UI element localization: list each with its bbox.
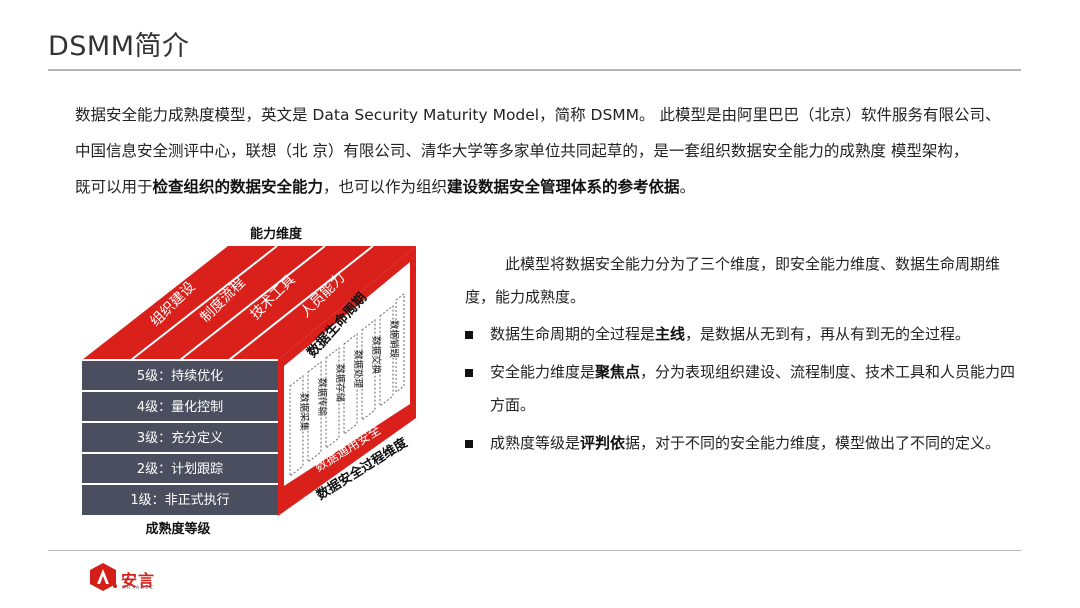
stage-label-1: 数据采集 xyxy=(298,393,310,432)
level-label-4: 4级：量化控制 xyxy=(137,400,223,415)
top-divider-3 xyxy=(228,245,374,361)
top-divider-1 xyxy=(130,245,278,361)
top-divider xyxy=(48,69,1021,71)
stage-label-4: 数据处理 xyxy=(352,350,364,389)
logo-text: 安言 xyxy=(121,571,156,590)
list-item: 安全能力维度是聚焦点，分为表现组织建设、流程制度、技术工具和人员能力四方面。 xyxy=(465,356,1025,422)
lifecycle-side-face xyxy=(278,246,416,516)
page-title: DSMM简介 xyxy=(48,31,190,62)
logo-subtext: ARYASEC xyxy=(122,585,155,591)
general-security-label: 数据通用安全 xyxy=(312,422,384,475)
model-description: 此模型将数据安全能力分为了三个维度，即安全能力维度、数据生命周期维度，能力成熟度… xyxy=(465,248,1025,465)
bullet-highlight: 主线 xyxy=(655,325,686,343)
bullet-text: ，是数据从无到有，再从有到无的全过程。 xyxy=(685,325,971,343)
intro-line-3: 既可以用于检查组织的数据安全能力，也可以作为组织建设数据安全管理体系的参考依据。 xyxy=(75,169,1035,205)
intro-line-3-c: ，也可以作为组织 xyxy=(323,178,448,196)
description-lead: 此模型将数据安全能力分为了三个维度，即安全能力维度、数据生命周期维度，能力成熟度… xyxy=(465,255,1001,306)
capability-label-4: 人员能力 xyxy=(298,270,349,321)
level-row-3 xyxy=(82,423,278,452)
intro-highlight-1: 检查组织的数据安全能力 xyxy=(152,178,324,196)
level-label-5: 5级：持续优化 xyxy=(137,369,223,384)
capability-label-2: 制度流程 xyxy=(198,275,249,326)
level-row-2 xyxy=(82,454,278,483)
aryasec-logo-icon xyxy=(90,563,117,591)
stage-label-2: 数据传输 xyxy=(316,378,328,417)
capability-dimension-label: 能力维度 xyxy=(250,226,303,242)
intro-line-1: 数据安全能力成熟度模型，英文是 Data Security Maturity M… xyxy=(75,106,1001,124)
bullet-text: ，分为表现组织建设、流程制度、技术工具和人员能力四方面。 xyxy=(490,363,1016,414)
bullet-highlight: 聚焦点 xyxy=(595,363,641,381)
bullet-text: 数据生命周期的全过程是 xyxy=(490,325,656,343)
list-item: 成熟度等级是评判依据，对于不同的安全能力维度，模型做出了不同的定义。 xyxy=(465,427,1025,460)
level-row-4 xyxy=(82,392,278,421)
stage-label-5: 数据交换 xyxy=(370,336,382,375)
bottom-divider xyxy=(48,550,1021,551)
stage-label-3: 数据存储 xyxy=(334,364,346,403)
capability-top-face xyxy=(82,246,416,360)
square-bullet-icon xyxy=(465,369,473,377)
intro-highlight-2: 建设数据安全管理体系的参考依据 xyxy=(447,178,680,196)
process-dimension-label: 数据安全过程维度 xyxy=(314,434,412,503)
square-bullet-icon xyxy=(465,331,473,339)
level-row-1 xyxy=(82,485,278,515)
bullet-highlight: 评判依 xyxy=(580,434,626,452)
maturity-front-face xyxy=(82,360,278,516)
bullet-text: 据，对于不同的安全能力维度，模型做出了不同的定义。 xyxy=(625,434,1001,452)
level-label-3: 3级：充分定义 xyxy=(137,430,223,446)
bullet-text: 安全能力维度是 xyxy=(490,363,596,381)
top-divider-2 xyxy=(179,245,326,361)
level-label-1: 1级：非正式执行 xyxy=(130,493,229,508)
level-label-2: 2级：计划跟踪 xyxy=(137,462,223,477)
description-bullets: 数据生命周期的全过程是主线，是数据从无到有，再从有到无的全过程。 安全能力维度是… xyxy=(465,318,1025,460)
level-row-5 xyxy=(82,361,278,390)
intro-line-3-a: 既可以用于 xyxy=(75,178,153,196)
intro-line-2: 中国信息安全测评中心，联想（北 京）有限公司、清华大学等多家单位共同起草的，是一… xyxy=(75,142,969,160)
bullet-text: 成熟度等级是 xyxy=(490,434,581,452)
capability-label-1: 组织建设 xyxy=(148,279,199,330)
maturity-level-label: 成熟度等级 xyxy=(145,521,211,537)
intro-line-3-e: 。 xyxy=(679,178,696,196)
stage-label-6: 数据销毁 xyxy=(388,320,400,359)
square-bullet-icon xyxy=(465,440,473,448)
capability-label-3: 技术工具 xyxy=(248,272,299,323)
list-item: 数据生命周期的全过程是主线，是数据从无到有，再从有到无的全过程。 xyxy=(465,318,1025,351)
lifecycle-title: 数据生命周期 xyxy=(303,289,370,361)
intro-paragraph: 数据安全能力成熟度模型，英文是 Data Security Maturity M… xyxy=(75,97,1035,205)
